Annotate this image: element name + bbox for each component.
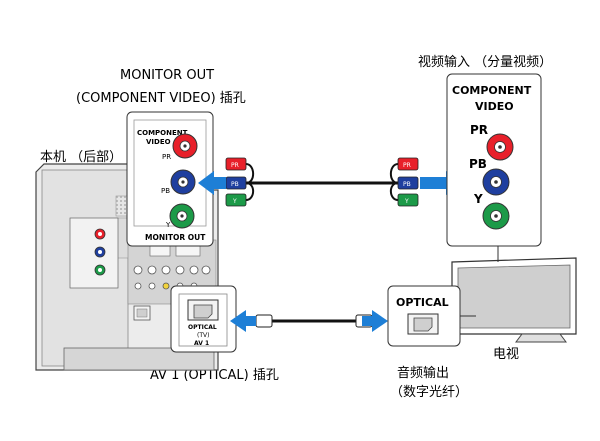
left-arrow-icon: [198, 171, 226, 195]
receiver-optical-av-label: AV 1: [194, 340, 209, 347]
left-blue-plug-label: PB: [231, 181, 239, 188]
receiver-pr-label: PR: [162, 153, 171, 161]
receiver-component-callout: COMPONENT VIDEO PR PB Y MONITOR OUT: [126, 111, 214, 247]
right-green-plug-label: Y: [404, 198, 409, 205]
right-green-plug: [397, 193, 419, 207]
tv-component-callout: COMPONENT VIDEO PR PB Y: [446, 73, 542, 247]
tv-optical-callout: OPTICAL: [387, 285, 476, 347]
right-blue-plug: [397, 176, 419, 190]
receiver-callout-footer: MONITOR OUT: [145, 233, 206, 242]
receiver-callout-title-2: VIDEO: [146, 138, 171, 146]
component-cable: PR PB Y PR PB Y: [225, 157, 419, 207]
left-green-plug: [225, 193, 247, 207]
right-red-plug-label: PR: [403, 162, 411, 169]
optical-right-arrow-icon: [362, 310, 388, 332]
receiver-y-label: Y: [165, 221, 171, 229]
unit-rear-label: 本机 （后部）: [40, 150, 123, 165]
audio-out-label: 音频输出: [397, 366, 450, 381]
av1-optical-label: AV 1 (OPTICAL) 插孔: [150, 368, 279, 383]
monitor-out-component-label: (COMPONENT VIDEO) 插孔: [76, 91, 246, 106]
optical-cable: [230, 310, 388, 332]
monitor-out-label: MONITOR OUT: [120, 68, 215, 83]
left-red-plug-label: PR: [231, 162, 239, 169]
tv-callout-title-1: COMPONENT: [452, 84, 532, 97]
receiver-pb-label: PB: [161, 187, 170, 195]
tv-y-label: Y: [473, 192, 483, 206]
right-blue-plug-label: PB: [403, 181, 411, 188]
left-green-plug-label: Y: [232, 198, 237, 205]
left-red-plug: [225, 157, 247, 171]
tv-callout-title-2: VIDEO: [475, 100, 514, 113]
tv-pr-label: PR: [470, 123, 488, 137]
right-red-plug: [397, 157, 419, 171]
tv-input-label: 视频输入 （分量视频）: [418, 55, 553, 70]
receiver-optical-jack-label: OPTICAL: [188, 324, 217, 331]
receiver-optical-callout: OPTICAL (TV) AV 1: [170, 285, 237, 353]
digital-optical-label: （数字光纤）: [390, 385, 469, 400]
tv-optical-label: OPTICAL: [396, 296, 449, 309]
optical-left-arrow-icon: [230, 310, 256, 332]
receiver-optical-tv-tag: (TV): [197, 332, 209, 339]
tv-pb-label: PB: [469, 157, 487, 171]
tv-label: 电视: [493, 347, 520, 362]
tv-set: [451, 246, 577, 343]
receiver-callout-title-1: COMPONENT: [137, 129, 188, 137]
